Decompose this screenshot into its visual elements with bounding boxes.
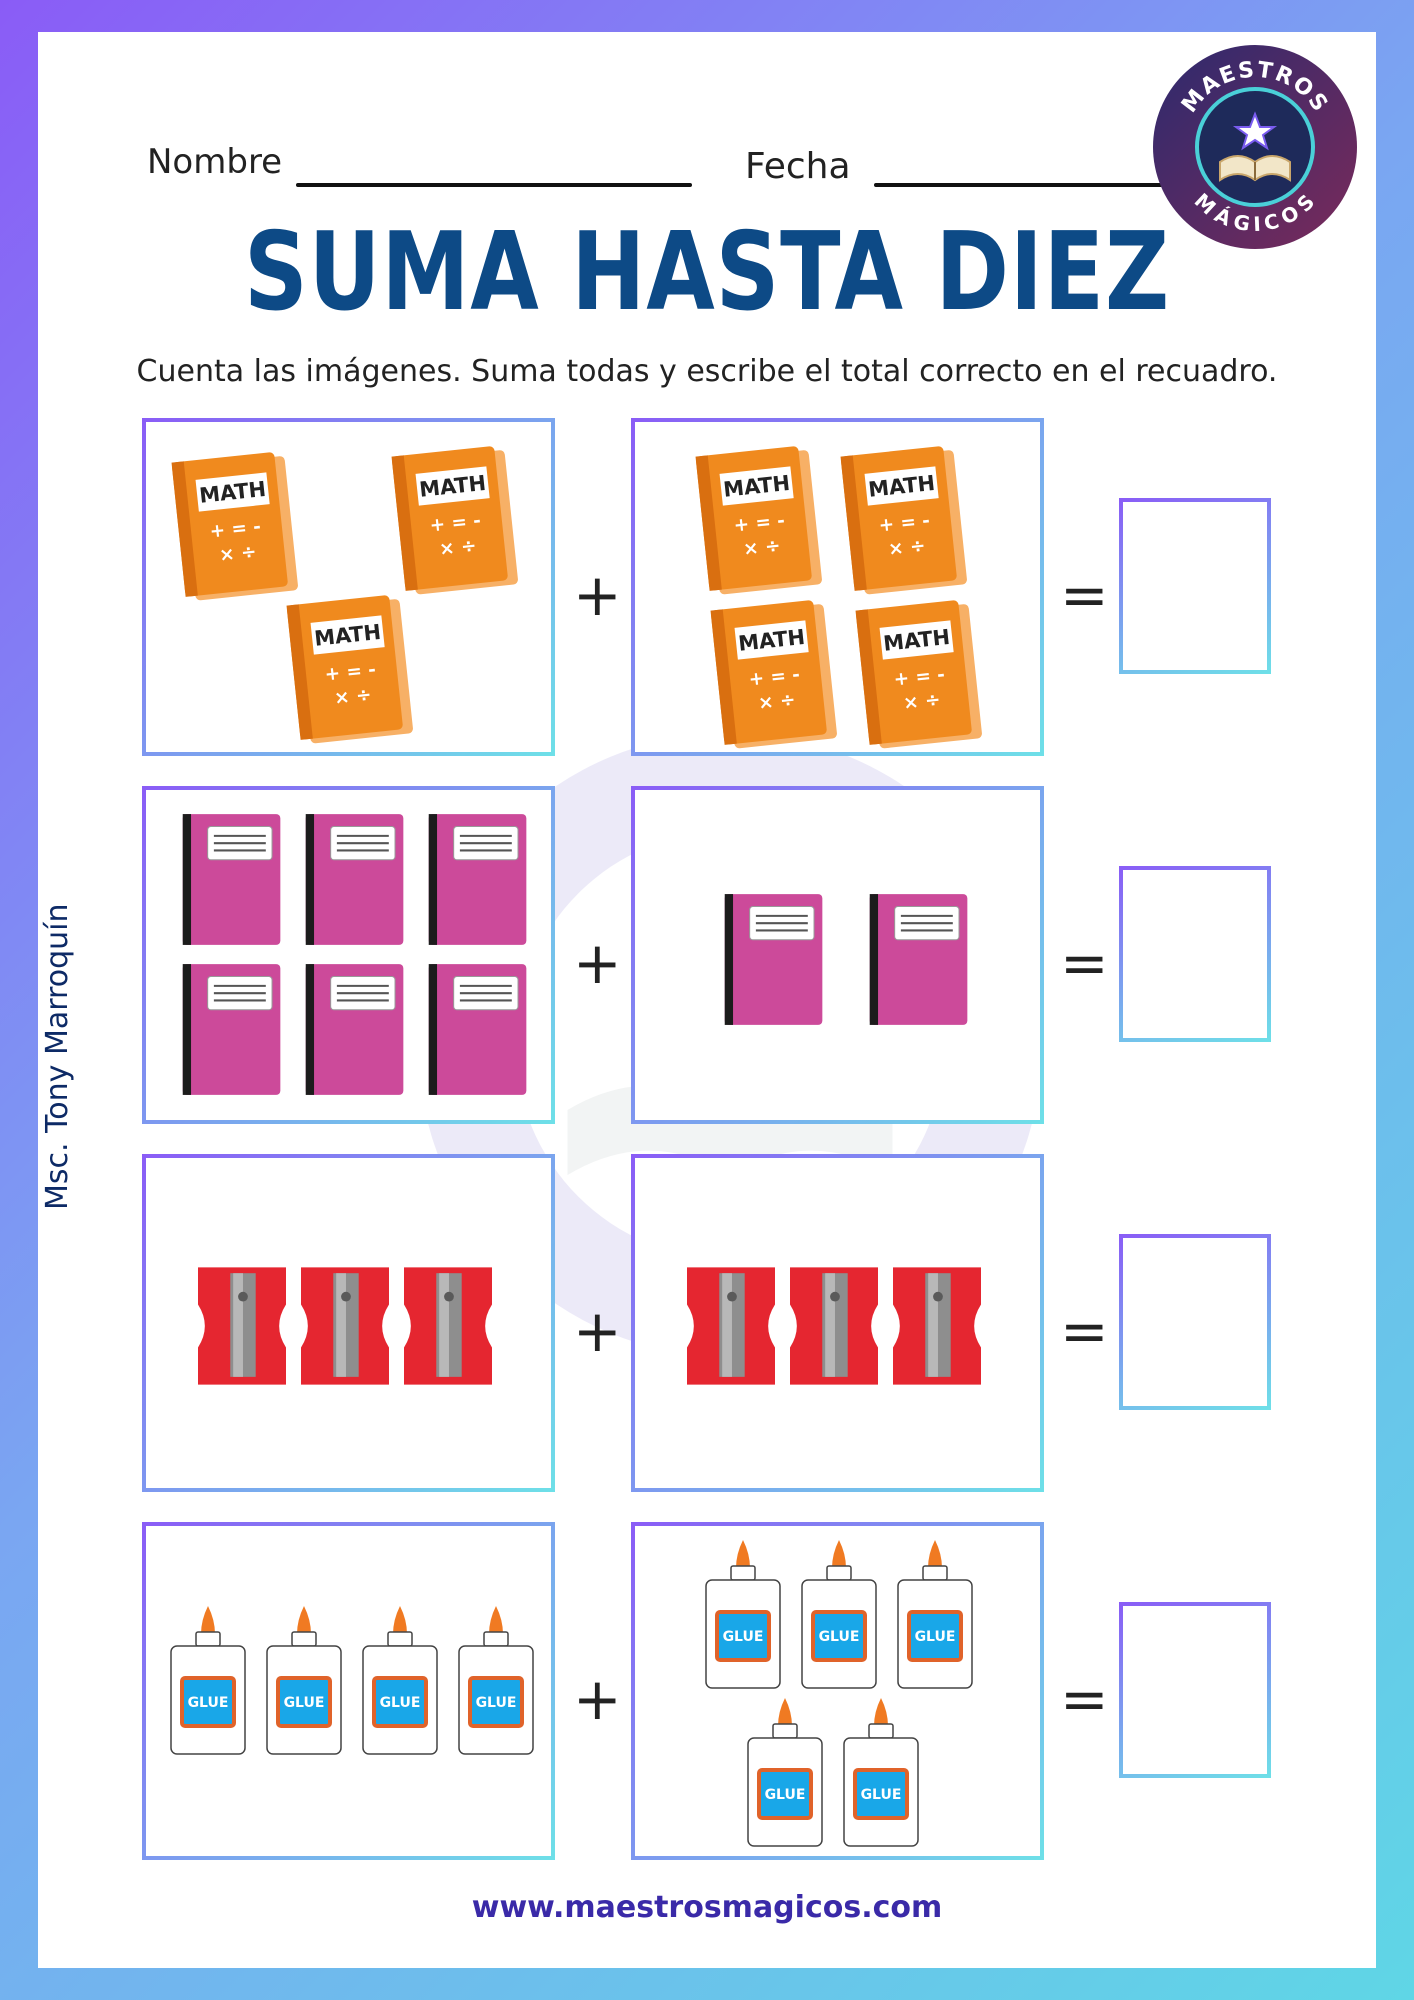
problem-4-right-group: GLUE GLUE GLUE GLUE GLUE: [631, 1522, 1044, 1860]
equals-sign: =: [1060, 1665, 1109, 1733]
plus-sign: +: [573, 1665, 622, 1733]
book-icon: MATH + = - × ÷: [705, 592, 840, 752]
problem-2-right-group: [631, 786, 1044, 1124]
glue-icon: GLUE: [264, 1606, 344, 1756]
svg-text:GLUE: GLUE: [819, 1629, 860, 1645]
svg-text:GLUE: GLUE: [284, 1695, 325, 1711]
notebook-icon: [301, 812, 406, 947]
plus-sign: +: [573, 929, 622, 997]
website-url: www.maestrosmagicos.com: [471, 1890, 943, 1925]
glue-icon: GLUE: [895, 1540, 975, 1690]
svg-text:GLUE: GLUE: [476, 1695, 517, 1711]
svg-text:GLUE: GLUE: [380, 1695, 421, 1711]
author-credit: Msc. Tony Marroquín: [40, 903, 75, 1210]
date-field[interactable]: [874, 183, 1164, 187]
notebook-icon: [865, 892, 970, 1027]
problem-4-left-group: GLUE GLUE GLUE GLUE: [142, 1522, 555, 1860]
name-field[interactable]: [296, 183, 692, 187]
svg-text:× ÷: × ÷: [902, 689, 941, 714]
svg-text:× ÷: × ÷: [218, 541, 257, 566]
glue-icon: GLUE: [168, 1606, 248, 1756]
plus-sign: +: [573, 1297, 622, 1365]
answer-box-3[interactable]: [1119, 1234, 1271, 1410]
glue-icon: GLUE: [456, 1606, 536, 1756]
book-icon: MATH + = - × ÷: [690, 438, 825, 598]
problem-1-left-group: MATH + = - × ÷ MATH + = - × ÷ MATH + = -…: [142, 418, 555, 756]
svg-text:× ÷: × ÷: [438, 535, 477, 560]
notebook-icon: [301, 962, 406, 1097]
notebook-icon: [178, 962, 283, 1097]
svg-text:× ÷: × ÷: [742, 535, 781, 560]
sharpener-icon: [790, 1266, 878, 1386]
answer-box-1[interactable]: [1119, 498, 1271, 674]
svg-text:GLUE: GLUE: [915, 1629, 956, 1645]
answer-box-4[interactable]: [1119, 1602, 1271, 1778]
book-icon: MATH + = - × ÷: [281, 587, 416, 747]
glue-icon: GLUE: [360, 1606, 440, 1756]
answer-box-2[interactable]: [1119, 866, 1271, 1042]
sharpener-icon: [404, 1266, 492, 1386]
problem-3-left-group: [142, 1154, 555, 1492]
notebook-icon: [424, 962, 529, 1097]
sharpener-icon: [301, 1266, 389, 1386]
book-icon: MATH + = - × ÷: [835, 438, 970, 598]
glue-icon: GLUE: [799, 1540, 879, 1690]
instructions: Cuenta las imágenes. Suma todas y escrib…: [136, 354, 1278, 389]
equals-sign: =: [1060, 561, 1109, 629]
glue-icon: GLUE: [841, 1698, 921, 1848]
maestros-magicos-logo: MAESTROS MÁGICOS: [1153, 45, 1357, 249]
notebook-icon: [720, 892, 825, 1027]
svg-text:× ÷: × ÷: [757, 689, 796, 714]
sharpener-icon: [893, 1266, 981, 1386]
svg-text:GLUE: GLUE: [861, 1787, 902, 1803]
notebook-icon: [424, 812, 529, 947]
page-title: SUMA HASTA DIEZ: [243, 210, 1171, 335]
book-icon: MATH + = - × ÷: [386, 438, 521, 598]
sharpener-icon: [687, 1266, 775, 1386]
equals-sign: =: [1060, 929, 1109, 997]
equals-sign: =: [1060, 1297, 1109, 1365]
svg-text:GLUE: GLUE: [723, 1629, 764, 1645]
svg-text:× ÷: × ÷: [333, 684, 372, 709]
svg-text:× ÷: × ÷: [887, 535, 926, 560]
svg-text:GLUE: GLUE: [188, 1695, 229, 1711]
glue-icon: GLUE: [703, 1540, 783, 1690]
notebook-icon: [178, 812, 283, 947]
plus-sign: +: [573, 561, 622, 629]
problem-3-right-group: [631, 1154, 1044, 1492]
problem-2-left-group: [142, 786, 555, 1124]
date-label: Fecha: [745, 146, 851, 187]
sharpener-icon: [198, 1266, 286, 1386]
problem-1-right-group: MATH + = - × ÷ MATH + = - × ÷ MATH + = -…: [631, 418, 1044, 756]
svg-text:GLUE: GLUE: [765, 1787, 806, 1803]
glue-icon: GLUE: [745, 1698, 825, 1848]
book-icon: MATH + = - × ÷: [166, 444, 301, 604]
name-label: Nombre: [147, 142, 283, 182]
book-icon: MATH + = - × ÷: [850, 592, 985, 752]
